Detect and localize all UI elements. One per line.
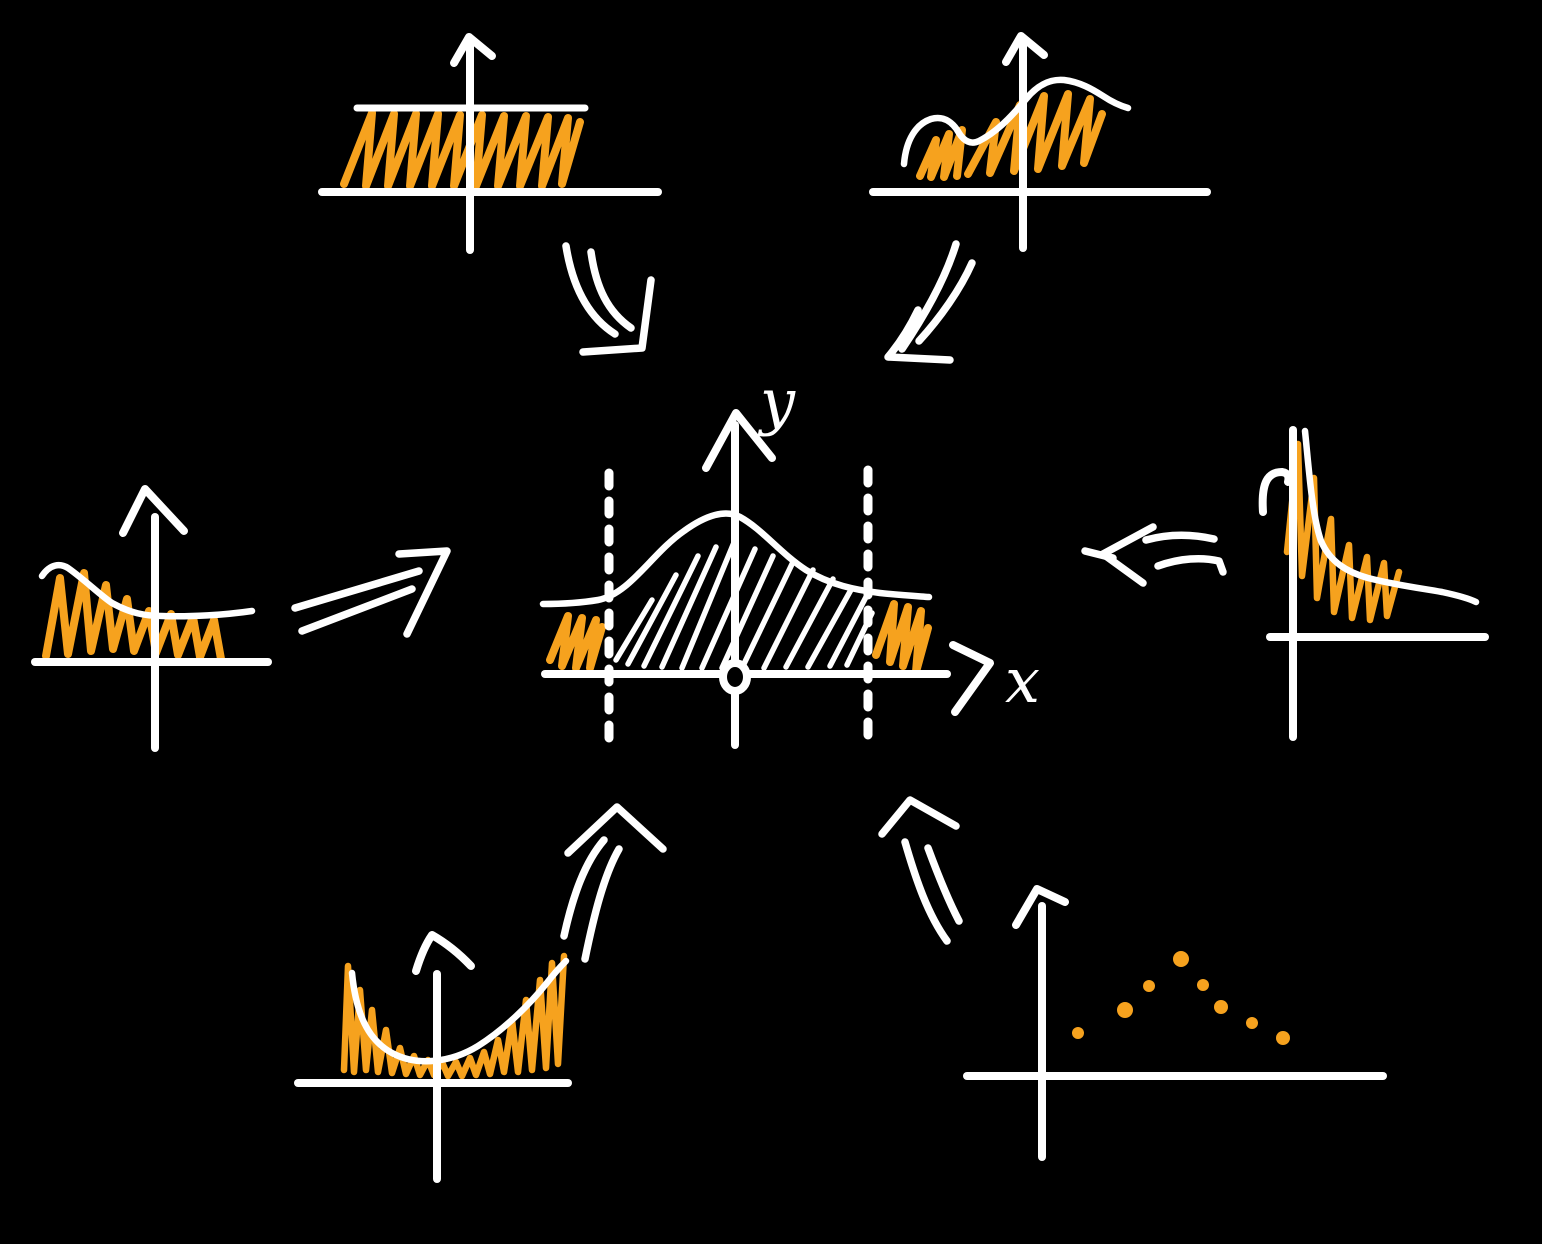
arrowhead-icon [579,276,655,356]
arrow-shaft [562,242,619,338]
arrow-shaft [915,259,976,345]
y-axis-label: y [757,365,796,438]
parabola-y-axis-arrowhead-icon [412,931,475,975]
scatter-dot [1197,979,1209,991]
arrowhead-icon [884,306,954,364]
constant-shaded-area-highlight [340,109,584,190]
bell-curve [539,510,933,608]
plot-constant [318,33,662,254]
plot-parabola [294,931,572,1183]
decay-y-axis-arrowhead-icon [119,485,188,537]
center-shaded-area-hatching [613,537,875,671]
wavy-function-curve [900,76,1132,168]
scatter-dot [1143,980,1155,992]
arrow-from-reciprocal [1081,523,1227,587]
scatter-points [1072,951,1290,1045]
plot-reciprocal [1258,426,1489,741]
decay-shaded-area-highlight [42,569,225,663]
scatter-dot [1246,1017,1258,1029]
center-left-tail-highlight [546,612,606,672]
center-x-axis-arrowhead-icon [949,641,994,716]
scatter-dot [1072,1027,1084,1039]
scatter-dot [1173,951,1189,967]
origin-marker [719,659,751,695]
arrowhead-tail [1081,547,1117,562]
scatter-y-axis-arrowhead-icon [1012,885,1069,929]
arrow-from-decay [291,547,451,638]
arrowhead-icon [395,547,451,638]
x-axis-label: x [1005,644,1040,717]
arrow-shaft [901,838,951,945]
parabola-curve [348,957,570,1065]
scatter-dot [1117,1002,1133,1018]
arrowhead-icon [878,796,960,838]
arrow-shaft [581,845,623,963]
arrow-shaft [898,240,960,353]
plot-decay-left [31,485,272,752]
arrow-shaft [587,248,635,332]
decay-function-curve [38,561,256,620]
arrow-from-parabola [560,803,667,963]
reciprocal-function-curve [1301,427,1480,606]
arrow-shaft [1154,554,1227,576]
arrow-shaft [560,836,608,940]
arrow-from-scatter [878,796,963,945]
reciprocal-shaded-area-highlight [1283,440,1403,624]
arrowhead-icon [564,803,667,857]
arrow-shaft [1142,531,1218,544]
arrow-shaft [298,585,416,635]
plot-wavy [869,32,1211,252]
scatter-dot [1276,1031,1290,1045]
arrow-from-constant [562,242,655,356]
wavy-shaded-area-highlight [916,90,1106,181]
constant-y-axis-arrowhead-icon [450,33,496,67]
arrow-from-wavy [884,240,976,364]
reciprocal-y-axis-arrowhead-icon [1258,468,1293,516]
plot-scatter [963,885,1387,1161]
scatter-dot [1214,1000,1228,1014]
arrow-shaft [924,844,963,925]
arrow-shaft [291,567,423,612]
center-right-tail-highlight [872,600,932,676]
wavy-y-axis-arrowhead-icon [1002,32,1048,66]
center-plot: y x [539,365,1040,749]
center-y-axis-arrowhead-icon [702,409,776,472]
